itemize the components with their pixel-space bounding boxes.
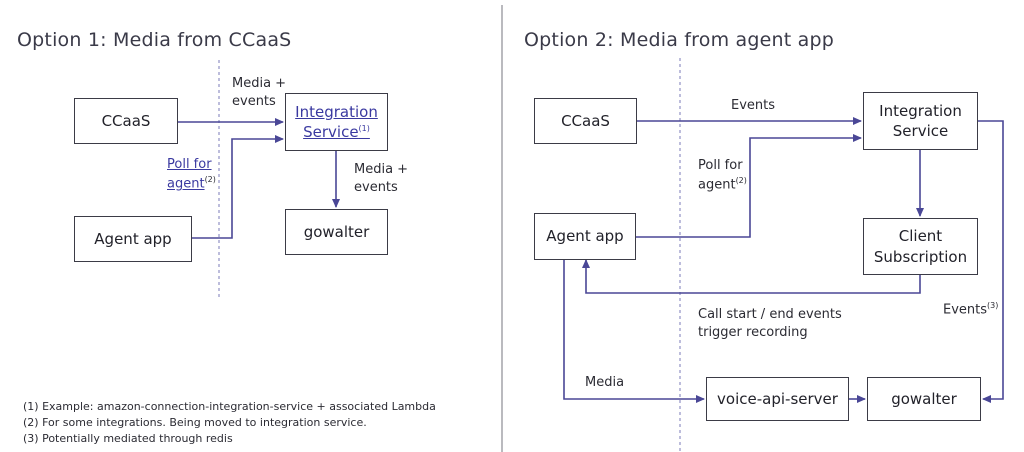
voice-api-server-label: voice-api-server (717, 389, 838, 408)
arrow-agentapp-to-voice (563, 260, 705, 403)
voice-api-server-box: voice-api-server (706, 377, 849, 421)
right-gowalter-box: gowalter (867, 377, 981, 421)
right-poll-for-agent-label: Poll for agent(2) (698, 158, 747, 193)
right-gowalter-label: gowalter (891, 389, 957, 408)
left-media-events-label: Media + events (232, 76, 287, 110)
poll-for-agent-link[interactable]: Poll for agent(2) (167, 157, 216, 192)
footnote-1: (1) Example: amazon-connection-integrati… (23, 400, 436, 413)
arrow-client-to-agentapp (582, 259, 921, 294)
right-ccaas-label: CCaaS (561, 111, 610, 130)
left-panel-title: Option 1: Media from CCaaS (17, 29, 292, 51)
arrow-agentapp-to-integration (192, 135, 284, 239)
integration-service-link[interactable]: Integration Service(1) (295, 102, 378, 141)
events-3-label: Events(3) (943, 301, 999, 318)
left-agent-app-label: Agent app (94, 229, 172, 248)
arrow-integration-to-gowalter-r (978, 120, 1004, 403)
right-events-label: Events (731, 98, 776, 113)
footnote-2: (2) For some integrations. Being moved t… (23, 415, 367, 429)
left-gowalter-box: gowalter (285, 209, 388, 255)
arrow-agentapp-to-integration-r (636, 134, 862, 238)
call-events-label: Call start / end events trigger recordin… (698, 307, 842, 341)
left-ccaas-label: CCaaS (101, 111, 151, 130)
left-integration-service-box: Integration Service(1) (285, 93, 388, 151)
right-agent-app-box: Agent app (534, 213, 636, 260)
left-ccaas-box: CCaaS (74, 98, 178, 144)
right-panel-title: Option 2: Media from agent app (524, 29, 835, 51)
footnotes: (1) Example: amazon-connection-integrati… (23, 399, 436, 447)
right-ccaas-box: CCaaS (534, 98, 637, 144)
left-gowalter-label: gowalter (303, 222, 370, 241)
left-media-events-lower-label: Media + events (354, 162, 409, 196)
right-agent-app-label: Agent app (546, 227, 624, 246)
footnote-3: (3) Potentially mediated through redis (23, 431, 233, 445)
left-agent-app-box: Agent app (74, 216, 192, 262)
media-label: Media (585, 375, 625, 390)
